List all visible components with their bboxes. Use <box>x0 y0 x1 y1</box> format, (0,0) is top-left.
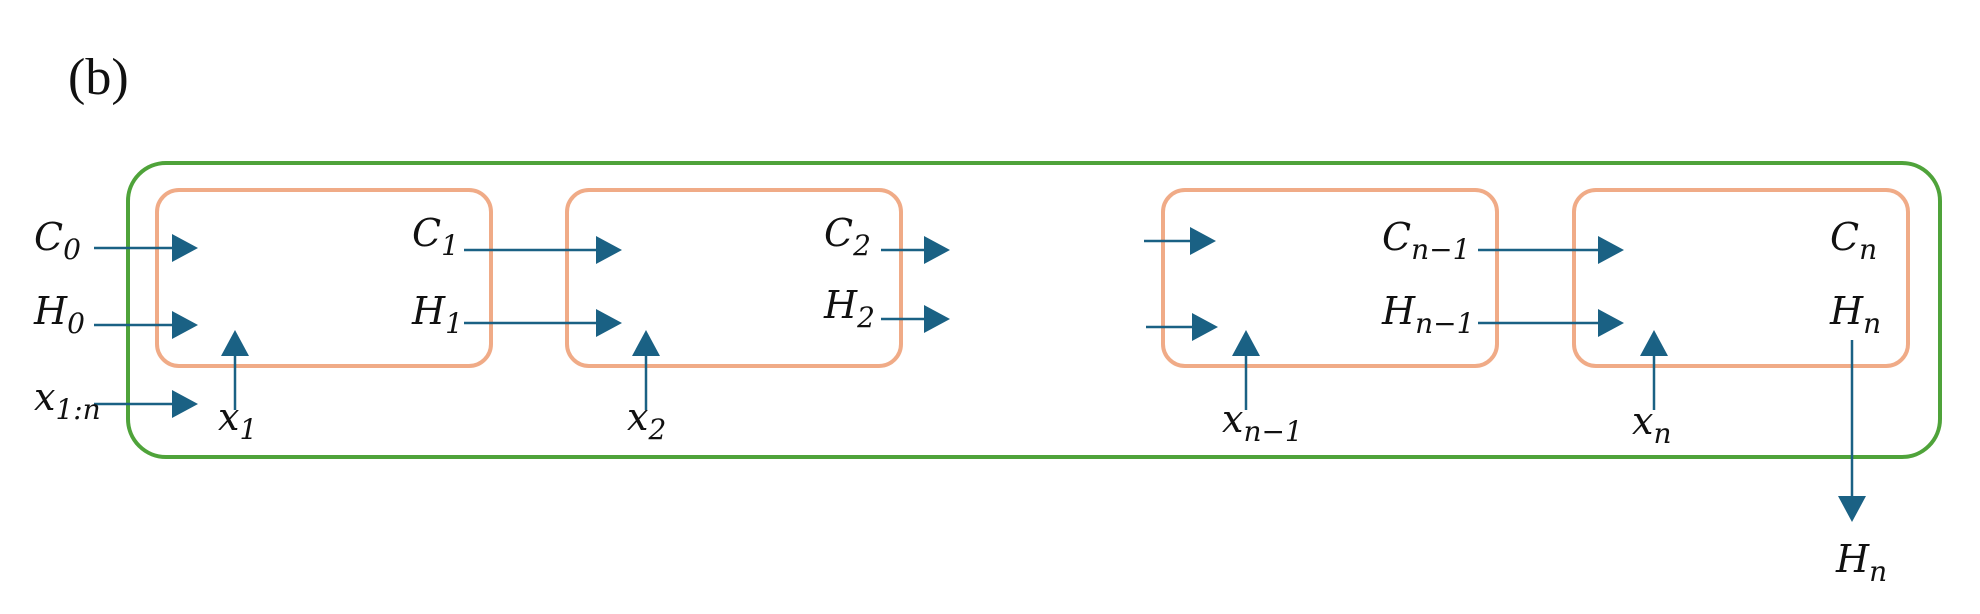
x1-arrow <box>221 330 249 410</box>
input-h0-label: H0 <box>33 289 85 340</box>
arrows <box>94 227 1866 522</box>
x-seq-arrow <box>94 390 198 418</box>
h2-arrow <box>881 305 950 333</box>
final-output-label: Hn <box>1835 537 1887 588</box>
x-n-minus-1-arrow <box>1232 330 1260 410</box>
hn-out-arrow <box>1838 340 1866 522</box>
c0-arrow <box>94 234 198 262</box>
c2-arrow <box>881 236 950 264</box>
h1-arrow <box>464 309 622 337</box>
h-in-n-minus-1-arrow <box>1146 313 1218 341</box>
c-n-minus-1-arrow <box>1478 236 1624 264</box>
cell-2-c-out-label: C2 <box>824 211 871 262</box>
cell-n-x-in-label: xn <box>1632 399 1671 450</box>
x-n-arrow <box>1640 330 1668 410</box>
input-x-seq-label: x1:n <box>34 375 101 426</box>
c-in-n-minus-1-arrow <box>1144 227 1216 255</box>
input-c0-label: C0 <box>34 215 81 266</box>
cell-2-x-in-label: x2 <box>627 395 666 446</box>
h-n-minus-1-arrow <box>1478 309 1624 337</box>
cell-n-minus-1 <box>1161 188 1499 368</box>
cell-n <box>1572 188 1910 368</box>
cell-n-c-out-label: Cn <box>1830 215 1877 266</box>
cell-n-h-out-label: Hn <box>1829 289 1881 340</box>
c1-arrow <box>464 236 622 264</box>
h0-arrow <box>94 311 198 339</box>
cell-1-c-out-label: C1 <box>412 211 459 262</box>
outer-container <box>126 161 1942 459</box>
cell-n-minus-1-c-out-label: Cn−1 <box>1382 215 1470 266</box>
cell-n-minus-1-h-out-label: Hn−1 <box>1381 289 1474 340</box>
panel-label: (b) <box>68 49 129 106</box>
cell-1-x-in-label: x1 <box>218 395 257 446</box>
cell-n-minus-1-x-in-label: xn−1 <box>1222 397 1303 448</box>
cell-2-h-out-label: H2 <box>823 283 875 334</box>
cell-2 <box>565 188 903 368</box>
cell-1-h-out-label: H1 <box>411 289 463 340</box>
cell-1 <box>155 188 493 368</box>
x2-arrow <box>632 330 660 410</box>
